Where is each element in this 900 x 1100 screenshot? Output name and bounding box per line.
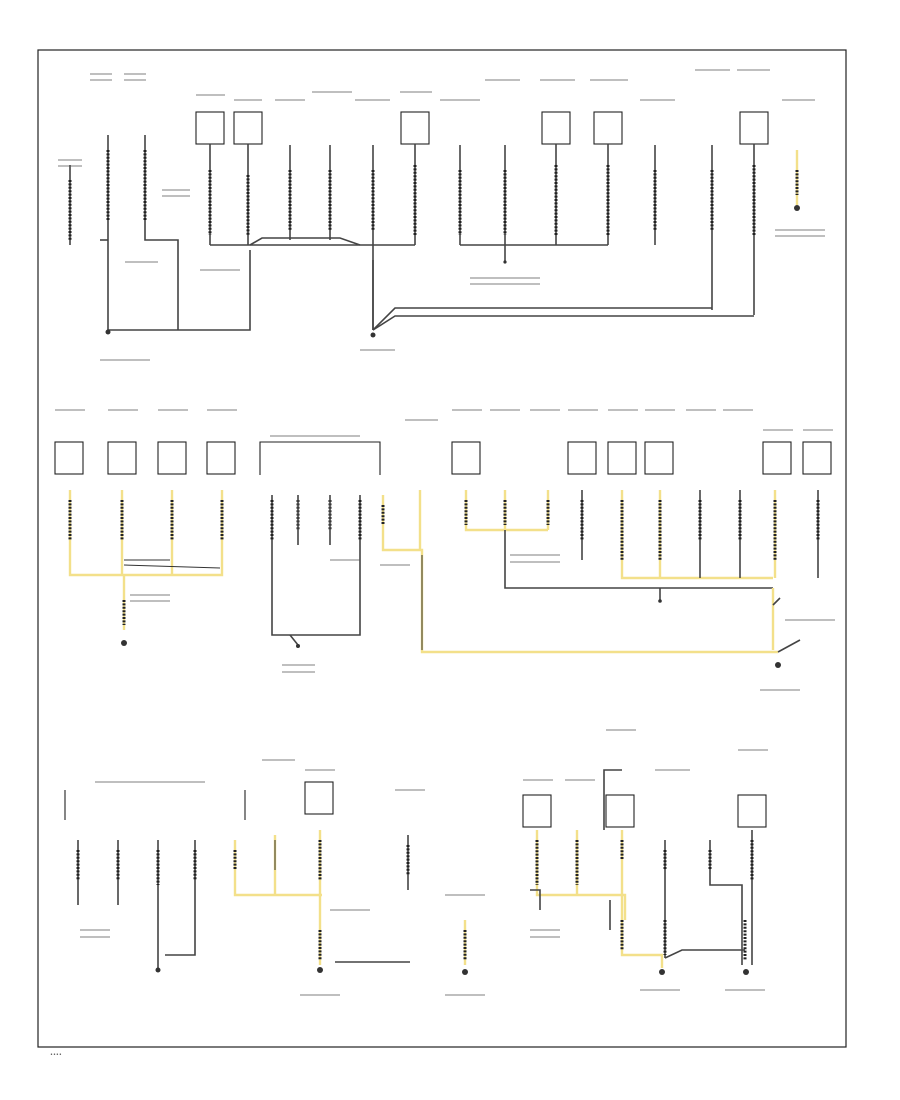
header-label-group <box>83 72 153 86</box>
ground-point-g11 <box>743 969 749 975</box>
section-top <box>58 69 825 361</box>
ground-point-g8 <box>317 967 323 973</box>
engine-control-module-box <box>259 441 381 475</box>
ground-point-g7 <box>155 967 161 973</box>
ground-bus <box>372 307 712 331</box>
component-box <box>451 441 481 475</box>
component-box <box>157 441 187 475</box>
component-box <box>762 441 792 475</box>
ecm-ground-wire <box>271 495 361 636</box>
wire-left-3 <box>144 135 179 330</box>
component-box <box>206 441 236 475</box>
component-box <box>54 441 84 475</box>
yellow-wire <box>233 840 322 897</box>
component-box <box>233 111 263 145</box>
wire-left-bus <box>108 250 251 331</box>
component-box <box>802 441 832 475</box>
component-box <box>593 111 623 145</box>
component-box <box>605 794 635 828</box>
yellow-wire <box>620 490 773 580</box>
ground-point-g4 <box>121 640 127 646</box>
component-box <box>522 794 552 828</box>
yellow-wire <box>464 490 550 532</box>
section-bottom <box>64 729 768 996</box>
engine-control-module-bracket <box>64 790 246 820</box>
component-box <box>304 781 334 815</box>
component-box <box>737 794 767 828</box>
diagram-border <box>37 49 847 1048</box>
component-box <box>567 441 597 475</box>
component-box <box>400 111 430 145</box>
ground-point-g3 <box>370 332 376 338</box>
yellow-long-ground <box>381 495 778 654</box>
ground-point-g5 <box>296 644 300 648</box>
component-box <box>195 111 225 145</box>
component-box <box>541 111 571 145</box>
component-box <box>644 441 674 475</box>
component-box <box>739 111 769 145</box>
ground-point-g1 <box>105 329 111 335</box>
component-box <box>607 441 637 475</box>
yellow-ground-wire <box>620 830 664 968</box>
section-middle <box>54 409 835 691</box>
page-footer-mark: •••• <box>50 1052 62 1058</box>
component-box <box>107 441 137 475</box>
ground-point-g6 <box>775 662 781 668</box>
ground-point-g2 <box>794 205 800 211</box>
ground-point-g9 <box>462 969 468 975</box>
ground-point-g10 <box>659 969 665 975</box>
yellow-wire <box>535 830 627 920</box>
